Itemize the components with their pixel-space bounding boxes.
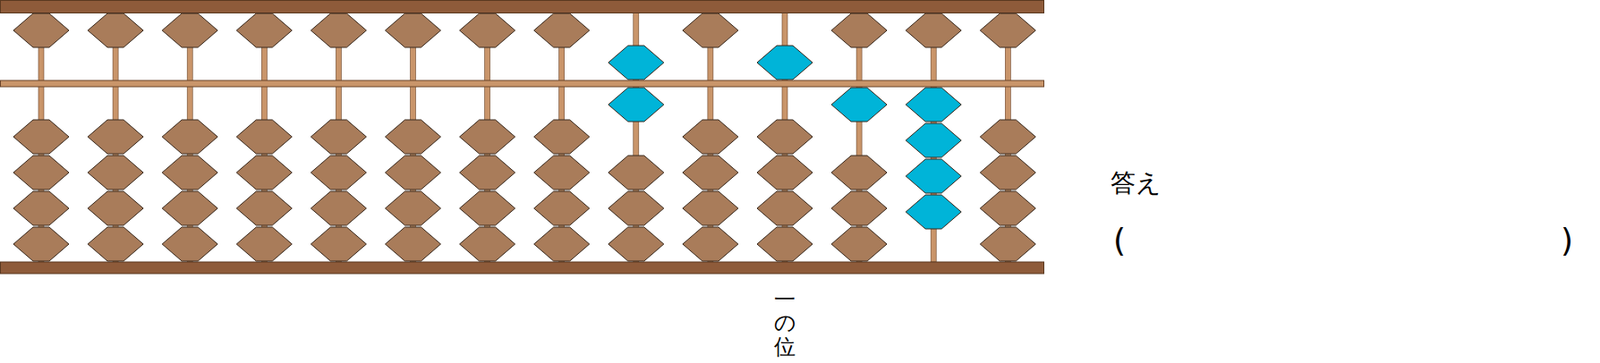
abacus-bead-set — [905, 123, 962, 158]
abacus-bead-set — [905, 159, 962, 194]
abacus-bead — [608, 227, 664, 262]
abacus-bead — [236, 155, 292, 190]
abacus-bead — [459, 191, 516, 226]
abacus-bead — [310, 119, 366, 154]
abacus-bead — [385, 155, 442, 190]
abacus-bead — [979, 155, 1036, 190]
abacus-bead — [13, 119, 69, 154]
abacus-bead — [979, 119, 1036, 154]
abacus-bead-set — [905, 87, 962, 122]
abacus-bead-set — [831, 87, 887, 122]
abacus-bead — [459, 227, 516, 262]
place-label: 一の位 — [774, 288, 796, 359]
abacus-bead — [161, 227, 218, 262]
abacus-bead — [161, 155, 218, 190]
abacus-frame-top — [0, 0, 1045, 14]
abacus-bead — [682, 13, 739, 48]
abacus-bead — [459, 119, 516, 154]
abacus-bead — [236, 191, 292, 226]
abacus-bead — [13, 155, 69, 190]
abacus-bead — [608, 155, 664, 190]
answer-bracket: ( — [1113, 221, 1126, 259]
abacus-bead — [979, 13, 1036, 48]
abacus-bead — [534, 191, 590, 226]
abacus-bead — [13, 13, 69, 48]
abacus-bead — [236, 13, 292, 48]
abacus-bead-set — [905, 195, 962, 230]
abacus-bead — [979, 227, 1036, 262]
abacus-bead — [831, 227, 887, 262]
abacus-bead — [682, 155, 739, 190]
abacus-bead — [459, 155, 516, 190]
abacus-bead — [757, 155, 813, 190]
answer-bracket: ) — [1560, 221, 1574, 259]
abacus-bead — [310, 227, 366, 262]
abacus-bead — [534, 155, 590, 190]
abacus-bead — [385, 119, 442, 154]
abacus-bead — [757, 191, 813, 226]
abacus-bead — [534, 13, 590, 48]
abacus-bead — [905, 13, 962, 48]
abacus-bead — [161, 119, 218, 154]
abacus-bead — [682, 227, 739, 262]
abacus-bead — [682, 119, 739, 154]
abacus-bead — [87, 119, 144, 154]
abacus-bead — [87, 155, 144, 190]
abacus-bead — [385, 13, 442, 48]
abacus-bead — [310, 155, 366, 190]
abacus-bead — [310, 191, 366, 226]
abacus-bead — [608, 191, 664, 226]
abacus-bead-set — [608, 87, 664, 122]
abacus-bead — [979, 191, 1036, 226]
abacus-bead-set — [757, 45, 813, 80]
abacus-bead — [682, 191, 739, 226]
abacus-bead — [87, 227, 144, 262]
abacus-bead — [385, 227, 442, 262]
abacus-bead — [459, 13, 516, 48]
abacus-bead — [385, 191, 442, 226]
abacus-bead — [236, 119, 292, 154]
abacus-frame-bottom — [0, 262, 1045, 274]
abacus-bead — [13, 191, 69, 226]
abacus-bead — [534, 119, 590, 154]
answer-label: 答え — [1110, 166, 1162, 201]
abacus-bead — [236, 227, 292, 262]
abacus-bead — [87, 191, 144, 226]
abacus-bead — [310, 13, 366, 48]
abacus-bead — [13, 227, 69, 262]
abacus-bead — [757, 227, 813, 262]
abacus-beam — [0, 80, 1045, 87]
abacus-bead — [534, 227, 590, 262]
abacus-illustration — [0, 0, 1056, 363]
abacus-bead — [831, 191, 887, 226]
abacus-bead — [87, 13, 144, 48]
abacus-bead — [831, 155, 887, 190]
abacus-bead-set — [608, 45, 664, 80]
abacus-bead — [831, 13, 887, 48]
abacus-bead — [757, 119, 813, 154]
abacus-bead — [161, 191, 218, 226]
abacus-bead — [161, 13, 218, 48]
